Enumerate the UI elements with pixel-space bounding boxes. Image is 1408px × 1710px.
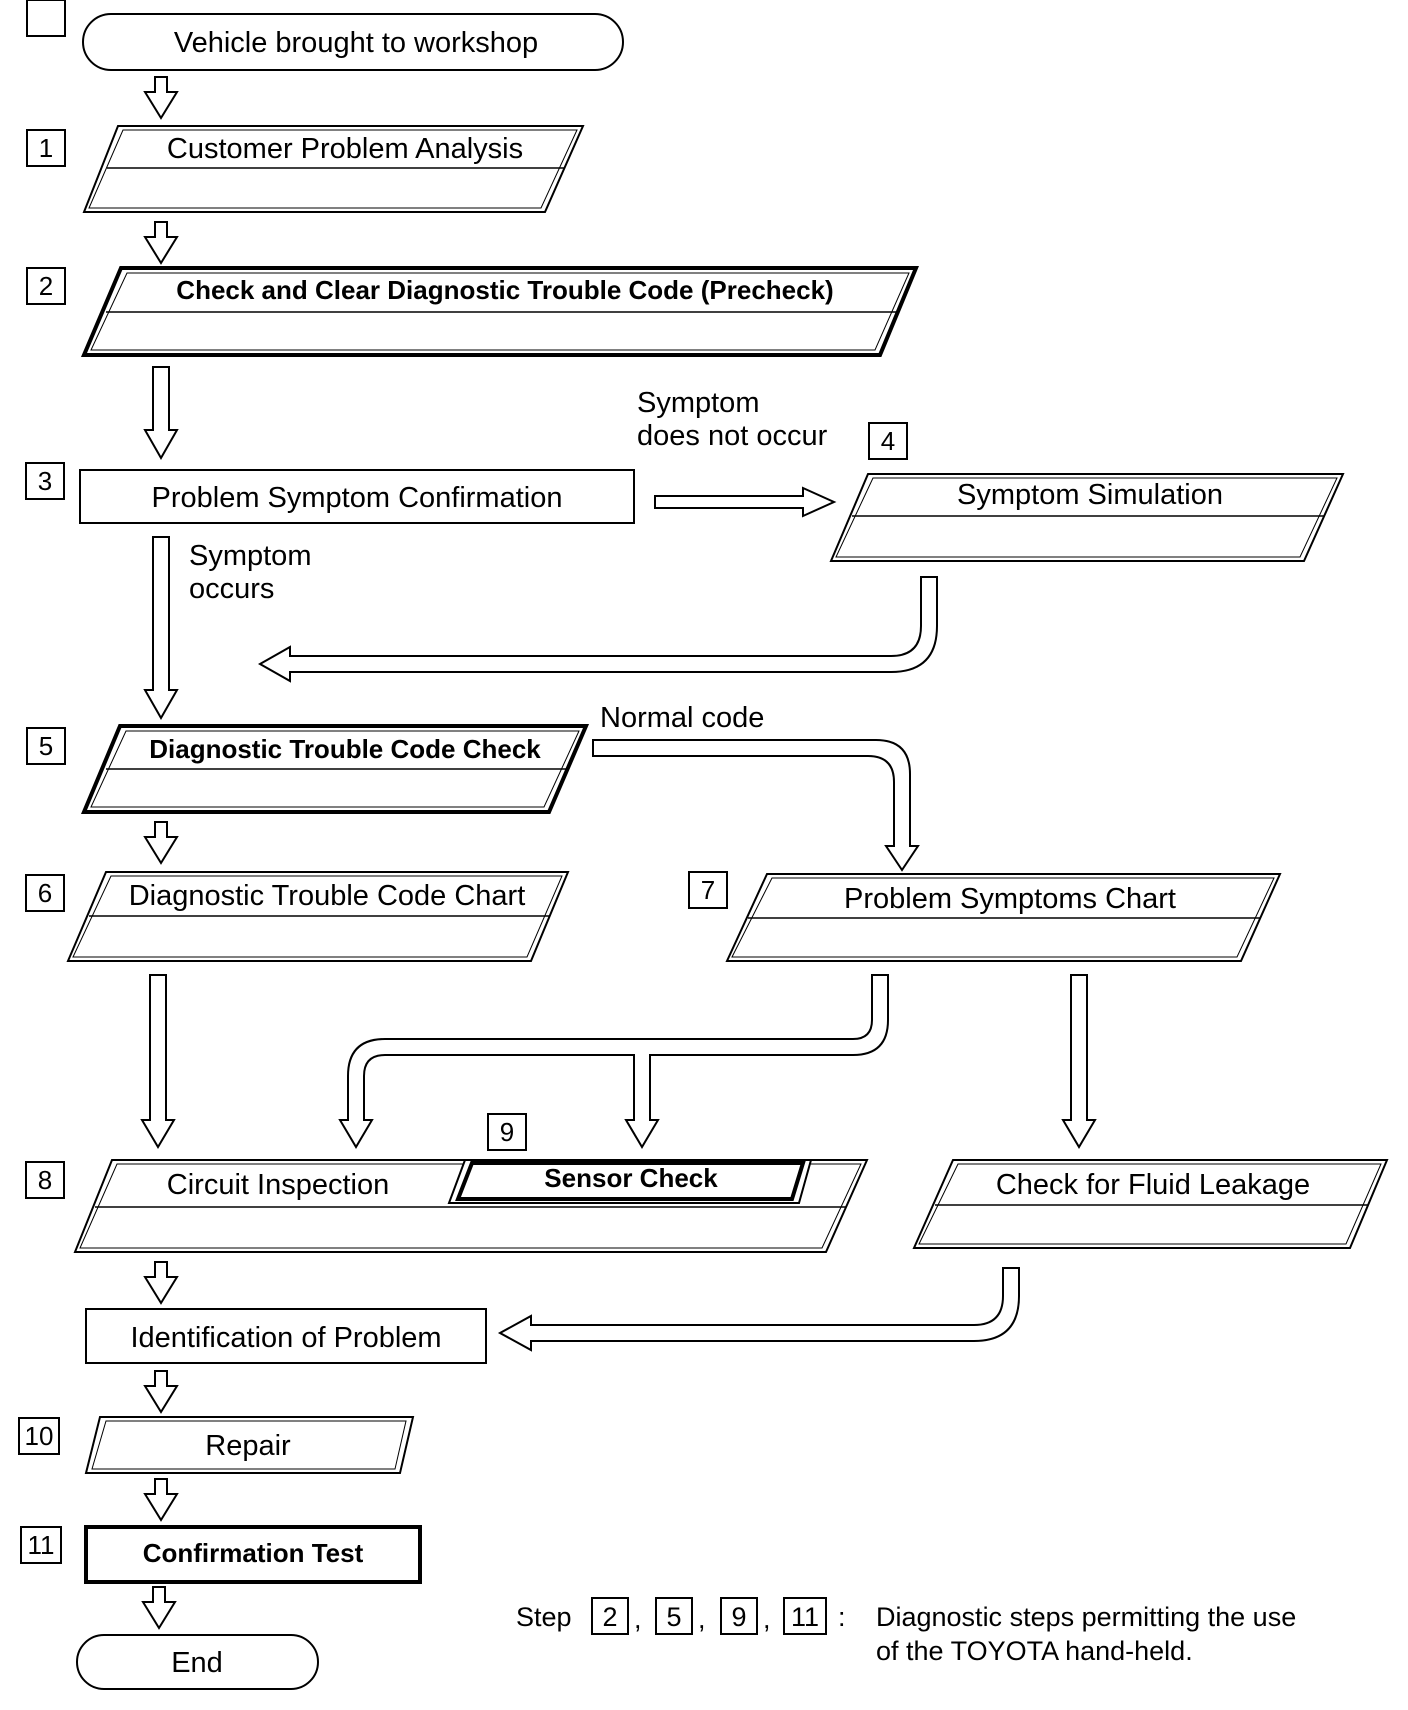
step-3-number: 3 bbox=[38, 466, 52, 496]
step-8-label: Circuit Inspection bbox=[167, 1169, 389, 1201]
step-6-box: 6 Diagnostic Trouble Code Chart bbox=[25, 871, 570, 962]
arrow-step3-to-step4 bbox=[654, 486, 837, 518]
legend-separator: , bbox=[634, 1604, 642, 1634]
arrow-step5-to-step7 bbox=[592, 739, 920, 872]
step-1-box: 1 Customer Problem Analysis bbox=[26, 125, 585, 213]
step-4-box: 4 Symptom Simulation bbox=[829, 422, 1345, 562]
legend-description-2: of the TOYOTA hand-held. bbox=[876, 1636, 1193, 1666]
step-5-box: 5 Diagnostic Trouble Code Check bbox=[26, 0, 590, 814]
step-9-box: Sensor Check bbox=[447, 1159, 813, 1204]
step-8-number: 8 bbox=[38, 1165, 52, 1195]
step-7-box: 7 Problem Symptoms Chart bbox=[688, 871, 1282, 962]
legend-step-number: 9 bbox=[731, 1602, 746, 1632]
legend-step-number: 11 bbox=[791, 1602, 819, 1632]
fluid-leakage-label: Check for Fluid Leakage bbox=[996, 1169, 1310, 1201]
arrow-step7-to-step8-and-9 bbox=[338, 974, 889, 1149]
start-label: Vehicle brought to workshop bbox=[174, 27, 538, 59]
arrow-step3-to-step5 bbox=[143, 536, 179, 721]
label-symptom-occurs-1: Symptom bbox=[189, 540, 311, 572]
legend-step-prefix: Step bbox=[516, 1602, 572, 1632]
end-label: End bbox=[171, 1647, 223, 1679]
label-symptom-occurs-2: occurs bbox=[189, 573, 274, 605]
arrow-step1-to-step2 bbox=[143, 221, 179, 265]
legend-step-number: 5 bbox=[666, 1602, 681, 1632]
step-2-number: 2 bbox=[39, 271, 53, 301]
step-2-box: 2 Check and Clear Diagnostic Trouble Cod… bbox=[26, 266, 919, 357]
identification-label: Identification of Problem bbox=[130, 1322, 441, 1354]
legend-description-1: Diagnostic steps permitting the use bbox=[876, 1602, 1296, 1632]
arrow-step11-to-end bbox=[141, 1586, 177, 1630]
step-9-number: 9 bbox=[500, 1117, 514, 1147]
legend: Step 2 , 5 , 9 , 11 : Diagnostic steps p… bbox=[516, 1597, 1296, 1666]
step-5-label: Diagnostic Trouble Code Check bbox=[149, 734, 541, 764]
arrow-step2-to-step3 bbox=[143, 366, 179, 461]
arrow-step4-return bbox=[257, 576, 938, 683]
arrow-step7-to-fluid-check bbox=[1061, 974, 1097, 1149]
arrow-step10-to-step11 bbox=[143, 1478, 179, 1522]
step-7-label: Problem Symptoms Chart bbox=[844, 883, 1176, 915]
step-2-label: Check and Clear Diagnostic Trouble Code … bbox=[176, 275, 833, 305]
step-1-label: Customer Problem Analysis bbox=[167, 133, 523, 165]
legend-step-box bbox=[655, 1597, 693, 1635]
step-10-box: 10 Repair bbox=[18, 1416, 415, 1474]
legend-step-box bbox=[720, 1597, 758, 1635]
arrow-start-to-step1 bbox=[143, 76, 179, 120]
step-1-number: 1 bbox=[39, 133, 53, 163]
label-symptom-no-occur-1: Symptom bbox=[637, 387, 759, 419]
legend-separator: , bbox=[698, 1604, 706, 1634]
step-6-label: Diagnostic Trouble Code Chart bbox=[129, 880, 526, 912]
step-9-label: Sensor Check bbox=[544, 1163, 718, 1193]
step-11-box: 11 Confirmation Test bbox=[20, 1525, 422, 1584]
identification-box: Identification of Problem bbox=[85, 1308, 487, 1364]
legend-step-number: 2 bbox=[602, 1602, 617, 1632]
legend-separator: , bbox=[763, 1604, 771, 1634]
step-11-label: Confirmation Test bbox=[143, 1538, 364, 1568]
arrow-identification-to-step10 bbox=[143, 1370, 179, 1414]
arrow-step5-to-step6 bbox=[143, 821, 179, 865]
end-terminal: End bbox=[76, 1634, 319, 1690]
step-4-label: Symptom Simulation bbox=[957, 479, 1223, 511]
legend-colon: : bbox=[838, 1602, 846, 1632]
arrow-step6-to-step8 bbox=[140, 974, 176, 1149]
step-5-number: 5 bbox=[39, 731, 53, 761]
legend-step-box bbox=[591, 1597, 629, 1635]
step-9-number-box bbox=[487, 1113, 527, 1151]
label-symptom-no-occur-2: does not occur bbox=[637, 420, 828, 452]
legend-step-box bbox=[783, 1597, 827, 1635]
step-10-number: 10 bbox=[25, 1421, 54, 1451]
arrow-step8-to-identification bbox=[143, 1261, 179, 1305]
arrow-fluid-to-identification bbox=[497, 1267, 1020, 1352]
label-normal-code: Normal code bbox=[600, 702, 764, 734]
step-3-box: 3 Problem Symptom Confirmation bbox=[25, 462, 635, 524]
step-6-number: 6 bbox=[38, 878, 52, 908]
start-terminal: Vehicle brought to workshop bbox=[82, 13, 624, 71]
step-10-label: Repair bbox=[205, 1430, 291, 1462]
step-4-number: 4 bbox=[881, 426, 895, 456]
step-7-number: 7 bbox=[701, 875, 715, 905]
step-3-label: Problem Symptom Confirmation bbox=[152, 482, 563, 514]
step-11-number: 11 bbox=[28, 1530, 55, 1560]
fluid-leakage-box: Check for Fluid Leakage bbox=[912, 1159, 1389, 1249]
